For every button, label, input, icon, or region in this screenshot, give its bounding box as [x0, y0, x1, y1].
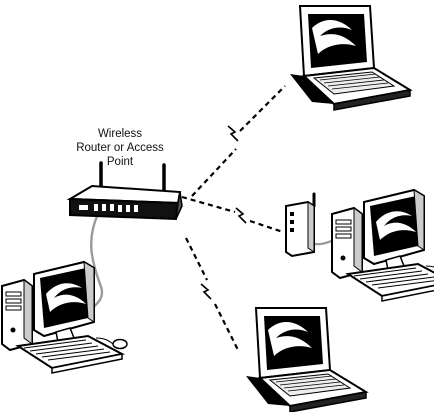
wireless-link-access-point [181, 195, 284, 234]
laptop-bottom-icon [245, 307, 367, 412]
desktop-left-icon [1, 261, 128, 374]
wireless-link-bottom-laptop [185, 237, 239, 351]
wireless-router-icon [66, 161, 183, 221]
router-label-line2: Router or Access [76, 142, 164, 154]
wireless-link-top-laptop [191, 85, 286, 197]
router-label: Wireless Router or Access Point [68, 127, 172, 169]
router-label-line1: Wireless [97, 128, 143, 140]
laptop-top-right-icon [289, 5, 411, 111]
access-point-icon [285, 192, 316, 258]
desktop-right-icon [331, 189, 434, 302]
router-label-line3: Point [106, 156, 134, 168]
